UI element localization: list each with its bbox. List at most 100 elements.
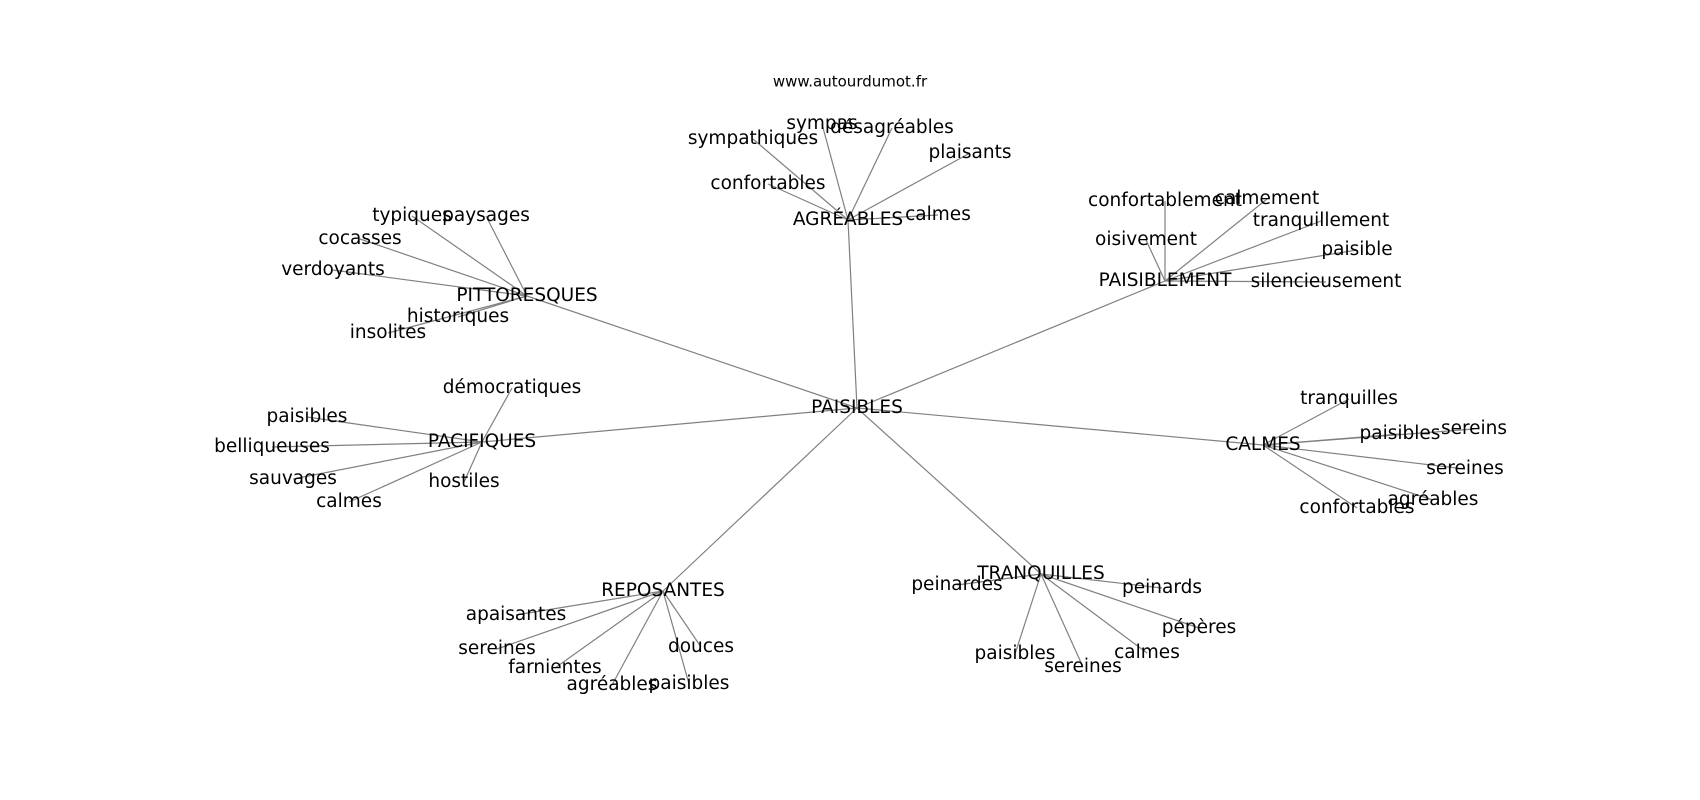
word-node[interactable]: sauvages [249, 468, 337, 489]
word-node[interactable]: cocasses [318, 228, 401, 249]
edge-tranquilles-1 [1040, 573, 1163, 589]
edge-calmes-0 [1262, 398, 1350, 446]
edge-calmes-2 [1262, 428, 1475, 446]
edge-paisiblement-4 [1164, 249, 1358, 282]
word-node[interactable]: paisible [1321, 239, 1392, 260]
word-node[interactable]: calmes [1114, 642, 1180, 663]
word-node[interactable]: paisibles [267, 406, 348, 427]
edge-calmes-5 [1262, 444, 1358, 509]
edge-reposantes-4 [611, 590, 664, 686]
edge-center-tranquilles [856, 407, 1042, 575]
word-node[interactable]: paisibles [649, 673, 730, 694]
word-node[interactable]: confortables [710, 173, 825, 194]
word-node[interactable]: paisibles [975, 643, 1056, 664]
edge-pittoresques-1 [485, 215, 528, 297]
group-node-calmes[interactable]: CALMES [1225, 434, 1300, 455]
word-node[interactable]: verdoyants [281, 259, 385, 280]
word-node[interactable]: peinards [1122, 577, 1202, 598]
edge-pacifiques-2 [271, 441, 483, 448]
edge-agreables-4 [767, 183, 849, 221]
edge-tranquilles-0 [956, 573, 1042, 586]
edge-pacifiques-1 [306, 416, 483, 443]
word-node[interactable]: apaisantes [466, 604, 567, 625]
word-node[interactable]: pépères [1162, 617, 1236, 638]
word-node[interactable]: plaisants [929, 142, 1012, 163]
edge-reposantes-3 [554, 590, 664, 669]
group-node-pittoresques[interactable]: PITTORESQUES [456, 285, 597, 306]
word-node[interactable]: confortablement [1088, 190, 1242, 211]
graph-edges [271, 123, 1475, 686]
word-node[interactable]: belliqueuses [214, 436, 330, 457]
word-node[interactable]: agréables [1388, 489, 1479, 510]
word-node[interactable]: tranquillement [1253, 210, 1390, 231]
edge-reposantes-5 [662, 590, 690, 685]
edge-calmes-3 [1262, 444, 1466, 470]
word-node[interactable]: paysages [442, 205, 530, 226]
group-node-paisiblement[interactable]: PAISIBLEMENT [1099, 270, 1232, 291]
word-node[interactable]: démocratiques [443, 377, 581, 398]
edge-pacifiques-3 [292, 441, 483, 480]
edge-reposantes-2 [662, 590, 702, 648]
edge-pacifiques-0 [481, 387, 513, 443]
edge-center-pittoresques [526, 295, 858, 409]
edge-calmes-4 [1262, 444, 1434, 501]
word-node[interactable]: calmement [1215, 188, 1319, 209]
edge-center-calmes [856, 407, 1264, 446]
word-node[interactable]: sereines [1044, 656, 1122, 677]
edge-agreables-0 [821, 123, 849, 221]
site-watermark: www.autourdumot.fr [773, 73, 928, 91]
word-node[interactable]: calmes [905, 204, 971, 225]
word-node[interactable]: douces [668, 636, 734, 657]
word-node[interactable]: sereins [1441, 418, 1507, 439]
edge-center-paisiblement [856, 280, 1166, 409]
edge-tranquilles-5 [1040, 573, 1084, 668]
word-node[interactable]: paisibles [1360, 423, 1441, 444]
group-node-reposantes[interactable]: REPOSANTES [601, 580, 725, 601]
edge-tranquilles-2 [1040, 573, 1200, 629]
word-node[interactable]: silencieusement [1251, 271, 1402, 292]
word-node[interactable]: typiques [372, 205, 452, 226]
edge-center-reposantes [662, 407, 858, 592]
edge-agreables-5 [847, 214, 939, 221]
edge-reposantes-1 [496, 590, 664, 650]
word-node[interactable]: historiques [407, 306, 509, 327]
word-node[interactable]: sympas [786, 113, 857, 134]
word-node[interactable]: insolites [350, 322, 426, 343]
edge-reposantes-0 [515, 590, 664, 616]
edge-agreables-1 [847, 127, 893, 221]
word-node[interactable]: calmes [316, 491, 382, 512]
edge-center-agreables [847, 219, 858, 409]
edge-tranquilles-4 [1040, 573, 1148, 654]
edge-paisiblement-1 [1164, 198, 1268, 282]
word-node[interactable]: sereines [458, 638, 536, 659]
group-node-pacifiques[interactable]: PACIFIQUES [428, 431, 536, 452]
word-node[interactable]: hostiles [428, 471, 499, 492]
edge-pittoresques-0 [411, 215, 528, 297]
edge-pittoresques-5 [387, 295, 528, 334]
edge-pittoresques-2 [359, 238, 528, 297]
word-node[interactable]: farnientes [508, 657, 601, 678]
edge-pacifiques-4 [463, 441, 483, 483]
edge-pacifiques-5 [348, 441, 483, 503]
word-node[interactable]: sympathiques [688, 128, 818, 149]
word-node[interactable]: sereines [1426, 458, 1504, 479]
edge-pittoresques-3 [332, 269, 528, 297]
word-node[interactable]: agréables [567, 674, 658, 695]
edge-paisiblement-3 [1145, 239, 1166, 282]
edge-tranquilles-3 [1014, 573, 1042, 655]
word-node[interactable]: désagréables [830, 117, 954, 138]
word-node[interactable]: confortables [1299, 497, 1414, 518]
edge-paisiblement-2 [1164, 220, 1322, 282]
word-node[interactable]: oisivement [1095, 229, 1197, 250]
group-node-agreables[interactable]: AGRÉABLES [793, 208, 903, 230]
edge-agreables-3 [847, 152, 971, 221]
edge-agreables-2 [752, 138, 849, 221]
word-node[interactable]: peinardes [911, 574, 1002, 595]
group-node-tranquilles[interactable]: TRANQUILLES [976, 563, 1105, 584]
word-node[interactable]: tranquilles [1300, 388, 1398, 409]
center-node[interactable]: PAISIBLES [811, 397, 903, 418]
edge-center-pacifiques [481, 407, 858, 443]
edge-paisiblement-5 [1164, 280, 1327, 283]
